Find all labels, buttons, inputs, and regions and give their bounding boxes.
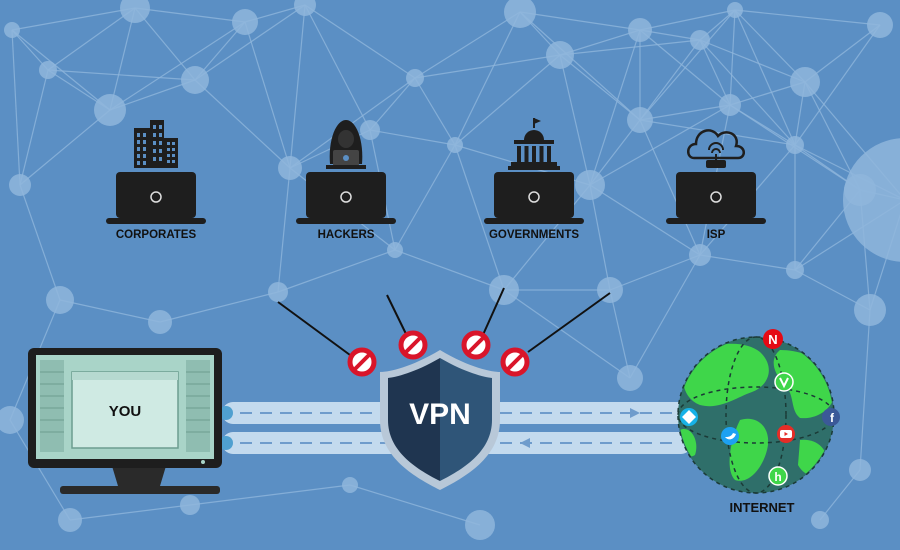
arrow-right-icon: [630, 408, 640, 418]
hacker-icon: [326, 120, 366, 169]
netflix-icon: N: [763, 329, 783, 349]
observer-hackers: HACKERS: [296, 120, 396, 241]
interception-lines: [277, 287, 611, 356]
block-sign-icon: [347, 347, 377, 377]
observer-group: CORPORATES HACKERS GOVERNMENTS ISP: [106, 118, 766, 241]
facebook-icon: f: [822, 408, 840, 426]
you-label: YOU: [109, 403, 142, 420]
observer-label: HACKERS: [318, 229, 375, 241]
government-building-icon: [508, 118, 560, 170]
vpn-shield-icon: VPN: [380, 350, 500, 490]
svg-text:h: h: [774, 470, 781, 484]
svg-text:f: f: [830, 411, 835, 425]
hulu-icon: h: [768, 466, 788, 486]
observer-governments: GOVERNMENTS: [484, 118, 584, 241]
block-sign-icon: [398, 330, 428, 360]
torrent-icon: [774, 372, 794, 392]
svg-text:N: N: [768, 332, 777, 347]
kodi-icon: [680, 408, 698, 426]
observer-label: GOVERNMENTS: [489, 229, 579, 241]
cloud-router-icon: [687, 129, 745, 168]
building-icon: [134, 120, 178, 168]
observer-label: CORPORATES: [116, 229, 197, 241]
block-sign-icon: [500, 347, 530, 377]
block-sign-icon: [461, 330, 491, 360]
youtube-icon: [777, 425, 795, 443]
observer-label: ISP: [707, 229, 726, 241]
internet-label: INTERNET: [730, 500, 795, 515]
vpn-label: VPN: [409, 398, 471, 431]
internet-globe: N f h: [677, 329, 840, 494]
user-computer: YOU: [28, 348, 222, 494]
twitter-icon: [721, 427, 739, 445]
observer-corporates: CORPORATES: [106, 120, 206, 241]
arrow-left-icon: [520, 438, 530, 448]
observer-isp: ISP: [666, 129, 766, 241]
